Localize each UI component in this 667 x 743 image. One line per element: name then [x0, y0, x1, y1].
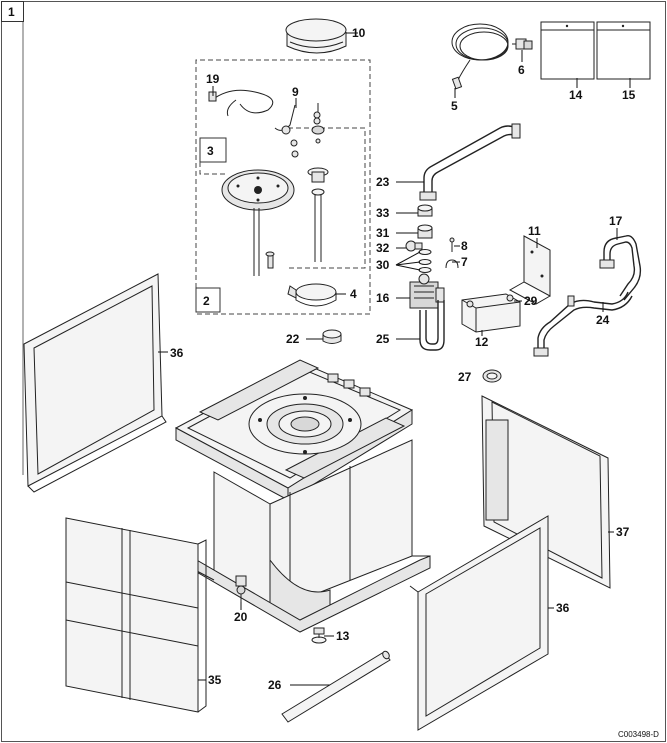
callout-10: 10: [352, 26, 366, 40]
figure-number: 1: [8, 5, 15, 19]
callout-33: 33: [376, 206, 390, 220]
callout-23: 23: [376, 175, 390, 189]
callout-12: 12: [475, 335, 489, 349]
part-31-valve: [417, 224, 433, 239]
callout-27: 27: [458, 370, 472, 384]
leader-lines: [158, 32, 631, 686]
callout-9: 9: [292, 85, 299, 99]
callout-35: 35: [208, 673, 222, 687]
part-13-foot: [311, 627, 327, 644]
callout-25: 25: [376, 332, 390, 346]
callout-37: 37: [616, 525, 630, 539]
part-9-sensor-cable: [208, 89, 325, 158]
part-22-cap: [322, 329, 342, 344]
callout-20: 20: [234, 610, 248, 624]
part-30-seals: [418, 249, 432, 273]
part-12-heat-exchanger: [461, 293, 521, 333]
part-33-nut: [417, 204, 433, 217]
callout-32: 32: [376, 241, 390, 255]
callout-7: 7: [461, 255, 468, 269]
callout-3: 3: [207, 144, 214, 158]
callout-26: 26: [268, 678, 282, 692]
group-label-box-3: [199, 137, 227, 163]
assembly-group-box: [195, 59, 371, 315]
part-11-bracket: [508, 235, 551, 305]
part-2-flange-anode: [221, 169, 295, 276]
callout-11: 11: [528, 224, 541, 238]
part-17-pipe: [599, 234, 642, 301]
part-23-pipe: [419, 123, 521, 201]
part-27-grommet: [482, 369, 502, 383]
callout-4: 4: [350, 287, 357, 301]
callout-labels: 10 19 9 3 5 6 14 15 23 33 31 32 30 8 7 1…: [170, 26, 636, 692]
callout-29: 29: [524, 294, 538, 308]
callout-36-upper: 36: [170, 346, 184, 360]
callout-2: 2: [203, 294, 210, 308]
part-25-pipe: [419, 300, 445, 351]
part-36-left-panel: [23, 273, 167, 493]
part-7-clip: [445, 259, 459, 269]
part-15-manual: [596, 21, 651, 80]
part-36-right-panel: [409, 515, 549, 731]
callout-13: 13: [336, 629, 350, 643]
callout-15: 15: [622, 88, 636, 102]
callout-5: 5: [451, 99, 458, 113]
part-16-valve-body: [409, 273, 445, 309]
callout-8: 8: [461, 239, 468, 253]
part-anode-rod: [307, 167, 329, 262]
part-4-clamp-ring: [287, 283, 337, 307]
callout-31: 31: [376, 226, 390, 240]
group-label-box-2: [195, 287, 221, 313]
part-35-front-panel: [65, 517, 207, 713]
part-10-cap: [285, 18, 347, 54]
part-8-pin: [449, 237, 455, 252]
part-26-rod: [281, 650, 391, 723]
figure-number-box: [1, 1, 24, 22]
part-24-pipe: [533, 291, 633, 357]
callout-36-lower: 36: [556, 601, 570, 615]
boiler-main-body: [174, 359, 431, 633]
part-32-fitting: [405, 240, 423, 252]
callout-6: 6: [518, 63, 525, 77]
callout-17: 17: [609, 214, 623, 228]
callout-30: 30: [376, 258, 390, 272]
part-5-coiled-cable: [451, 23, 509, 90]
callout-24: 24: [596, 313, 610, 327]
drawing-code: C003498-D: [618, 730, 659, 739]
callout-22: 22: [286, 332, 300, 346]
callout-14: 14: [569, 88, 583, 102]
part-14-manual: [540, 21, 595, 80]
part-6-connector: [512, 38, 533, 50]
part-20-drain-valve: [235, 575, 247, 602]
callout-16: 16: [376, 291, 390, 305]
callout-19: 19: [206, 72, 220, 86]
